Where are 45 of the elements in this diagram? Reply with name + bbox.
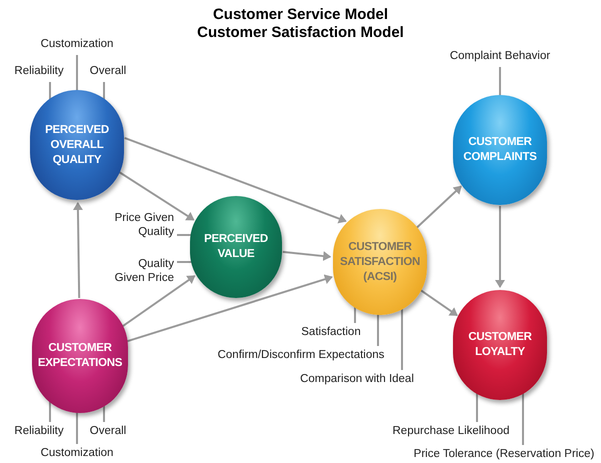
- leader-line: [103, 404, 105, 422]
- factor-label: Customization: [34, 37, 120, 53]
- arrow: [122, 275, 196, 328]
- leader-line: [476, 392, 478, 422]
- factor-label: Customization: [34, 446, 120, 462]
- leader-line: [49, 82, 51, 101]
- node-label: CUSTOMER COMPLAINTS: [462, 135, 538, 165]
- title: Customer Service Model: [212, 6, 388, 24]
- subtitle: Customer Satisfaction Model: [197, 24, 404, 42]
- arrow: [124, 137, 347, 224]
- leader-line: [377, 314, 379, 346]
- arrow: [495, 206, 505, 288]
- factor-label: Price Given Quality: [106, 211, 174, 241]
- factor-label: Overall: [86, 424, 130, 440]
- node-label: CUSTOMER SATISFACTION (ACSI): [338, 240, 422, 284]
- arrow: [72, 202, 83, 298]
- factor-label: Satisfaction: [296, 325, 366, 341]
- leader-line: [76, 412, 78, 444]
- factor-label: Repurchase Likelihood: [384, 424, 518, 440]
- leader-line: [49, 400, 51, 422]
- factor-label: Price Tolerance (Reservation Price): [408, 447, 600, 463]
- factor-label: Reliability: [6, 424, 72, 440]
- factor-label: Overall: [86, 64, 130, 80]
- arrow: [118, 171, 194, 221]
- arrow: [127, 274, 333, 342]
- leader-line: [76, 55, 78, 91]
- leader-line: [177, 261, 192, 263]
- arrow: [416, 186, 462, 228]
- leader-line: [177, 234, 192, 236]
- leader-line: [354, 306, 356, 323]
- node-label: PERCEIVED OVERALL QUALITY: [44, 122, 110, 168]
- leader-line: [401, 308, 403, 370]
- factor-label: Comparison with Ideal: [292, 372, 422, 388]
- factor-label: Confirm/Disconfirm Expectations: [206, 348, 396, 364]
- arrow: [420, 289, 458, 316]
- leader-line: [499, 67, 501, 96]
- leader-line: [103, 82, 105, 101]
- factor-label: Complaint Behavior: [440, 49, 560, 65]
- factor-label: Reliability: [6, 64, 72, 80]
- arrow: [282, 250, 332, 262]
- node-label: CUSTOMER LOYALTY: [467, 330, 533, 360]
- leader-line: [522, 392, 524, 445]
- node-label: PERCEIVED VALUE: [203, 232, 269, 262]
- factor-label: Quality Given Price: [106, 257, 174, 287]
- node-label: CUSTOMER EXPECTATIONS: [36, 341, 124, 371]
